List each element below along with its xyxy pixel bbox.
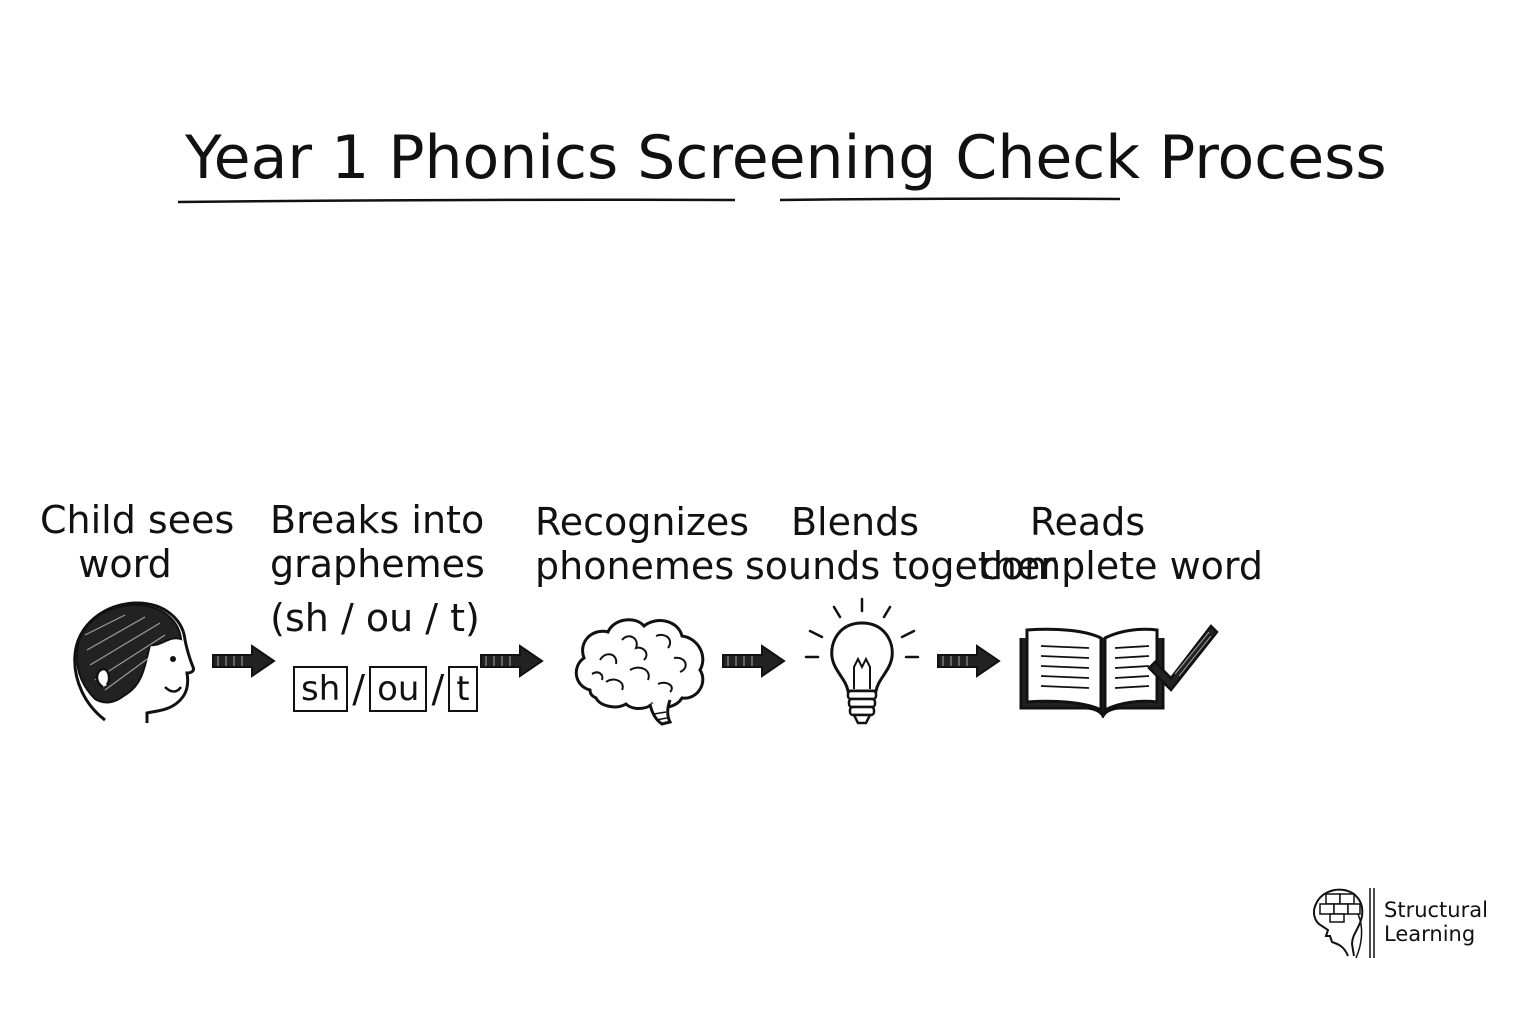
lightbulb-icon	[804, 597, 920, 725]
grapheme-slash: /	[352, 667, 366, 711]
step-label-breaks-into-graphemes: Breaks into graphemes	[270, 498, 485, 586]
child-face-icon	[73, 601, 195, 723]
brain-icon	[574, 618, 705, 726]
grapheme-tile-ou: ou	[369, 666, 428, 712]
step-label-recognizes-phonemes: Recognizes phonemes	[535, 500, 750, 588]
arrow-1	[212, 644, 276, 678]
head-puzzle-logo-icon	[1313, 888, 1375, 959]
grapheme-tiles-icon: sh / ou / t	[293, 666, 478, 712]
grapheme-example-label: (sh / ou / t)	[270, 596, 480, 640]
open-book-check-icon	[1019, 624, 1219, 718]
grapheme-tile-sh: sh	[293, 666, 349, 712]
structural-learning-logo: Structural Learning	[1308, 884, 1488, 960]
arrow-3	[722, 644, 786, 678]
arrow-4	[937, 644, 1001, 678]
grapheme-tile-t: t	[448, 666, 478, 712]
logo-text: Structural Learning	[1384, 898, 1488, 946]
diagram-title: Year 1 Phonics Screening Check Process	[185, 123, 1387, 193]
title-underline	[177, 197, 1121, 204]
step-label-child-sees-word: Child sees word	[40, 498, 235, 586]
arrow-2	[480, 644, 544, 678]
step-label-reads-complete-word: Reads complete word	[980, 500, 1263, 588]
grapheme-slash: /	[431, 667, 445, 711]
step-label-blends-sounds-together: Blends sounds together	[745, 500, 1056, 588]
